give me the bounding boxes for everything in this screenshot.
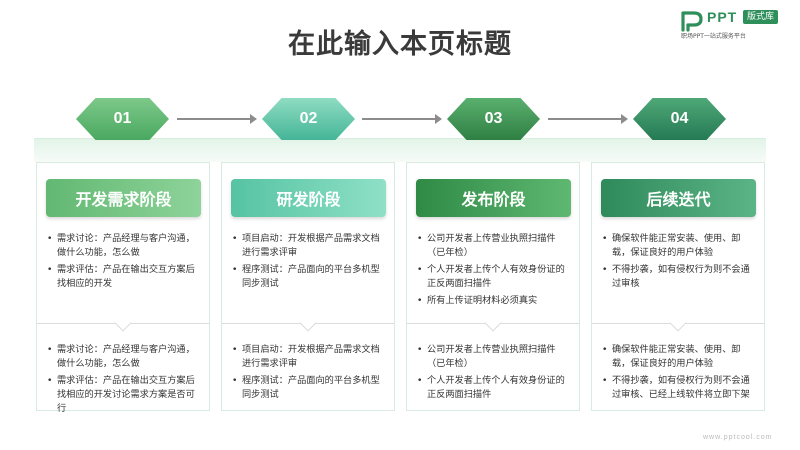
brand-logo: PPT 版式库 职场PPT一站式服务平台	[681, 9, 793, 41]
stage-card-3: 发布阶段 公司开发者上传营业执照扫描件（已年检） 个人开发者上传个人有效身份证的…	[406, 162, 580, 411]
list-item: 个人开发者上传个人有效身份证的正反两面扫描件	[417, 263, 569, 291]
stage-top-list: 公司开发者上传营业执照扫描件（已年检） 个人开发者上传个人有效身份证的正反两面扫…	[407, 232, 581, 311]
list-item: 程序测试：产品面向的平台多机型同步测试	[232, 263, 384, 291]
stage-top-list: 确保软件能正常安装、使用、卸载，保证良好的用户体验 不得抄袭，如有侵权行为则不会…	[592, 232, 766, 294]
list-item: 需求讨论：产品经理与客户沟通，做什么功能，怎么做	[47, 343, 199, 371]
list-item: 公司开发者上传营业执照扫描件（已年检）	[417, 232, 569, 260]
stage-bottom-list: 需求讨论：产品经理与客户沟通，做什么功能，怎么做 需求评估：产品在输出交互方案后…	[37, 343, 211, 419]
stage-card-4: 后续迭代 确保软件能正常安装、使用、卸载，保证良好的用户体验 不得抄袭，如有侵权…	[591, 162, 765, 411]
list-item: 项目启动：开发根据产品需求文档进行需求评审	[232, 343, 384, 371]
divider-notch	[669, 314, 687, 332]
stage-heading: 后续迭代	[601, 179, 756, 217]
list-item: 程序测试：产品面向的平台多机型同步测试	[232, 374, 384, 402]
stage-card-2: 研发阶段 项目启动：开发根据产品需求文档进行需求评审 程序测试：产品面向的平台多…	[221, 162, 395, 411]
list-item: 项目启动：开发根据产品需求文档进行需求评审	[232, 232, 384, 260]
stage-heading: 发布阶段	[416, 179, 571, 217]
list-item: 需求讨论：产品经理与客户沟通，做什么功能，怎么做	[47, 232, 199, 260]
list-item: 个人开发者上传个人有效身份证的正反两面扫描件	[417, 374, 569, 402]
stage-bottom-list: 确保软件能正常安装、使用、卸载，保证良好的用户体验 不得抄袭，如有侵权行为则不会…	[592, 343, 766, 405]
logo-badge: 版式库	[743, 10, 779, 24]
page-title: 在此输入本页标题	[288, 29, 512, 60]
list-item: 确保软件能正常安装、使用、卸载，保证良好的用户体验	[602, 232, 754, 260]
stage-bottom-list: 项目启动：开发根据产品需求文档进行需求评审 程序测试：产品面向的平台多机型同步测…	[222, 343, 396, 405]
divider-notch	[114, 314, 132, 332]
timeline-band	[34, 138, 766, 162]
stage-top-list: 项目启动：开发根据产品需求文档进行需求评审 程序测试：产品面向的平台多机型同步测…	[222, 232, 396, 294]
logo-brand-text: PPT	[707, 9, 738, 25]
stage-card-1: 开发需求阶段 需求讨论：产品经理与客户沟通，做什么功能，怎么做 需求评估：产品在…	[36, 162, 211, 414]
logo-tagline: 职场PPT一站式服务平台	[681, 33, 746, 40]
divider-notch	[299, 314, 317, 332]
arrow-right-icon	[362, 114, 442, 124]
stage-bottom-list: 公司开发者上传营业执照扫描件（已年检） 个人开发者上传个人有效身份证的正反两面扫…	[407, 343, 581, 405]
list-item: 所有上传证明材料必须真实	[417, 294, 569, 308]
list-item: 需求评估：产品在输出交互方案后找相应的开发	[47, 263, 199, 291]
step-3-hexagon: 03	[447, 98, 540, 140]
list-item: 确保软件能正常安装、使用、卸载，保证良好的用户体验	[602, 343, 754, 371]
divider-notch	[484, 314, 502, 332]
list-item: 不得抄袭，如有侵权行为则不会通过审核	[602, 263, 754, 291]
list-item: 需求评估：产品在输出交互方案后找相应的开发讨论需求方案是否可行	[47, 374, 199, 416]
stage-heading: 研发阶段	[231, 179, 386, 217]
logo-mark-icon	[681, 11, 703, 32]
stage-heading: 开发需求阶段	[46, 179, 201, 217]
stage-top-list: 需求讨论：产品经理与客户沟通，做什么功能，怎么做 需求评估：产品在输出交互方案后…	[37, 232, 211, 294]
step-2-hexagon: 02	[262, 98, 355, 140]
arrow-right-icon	[548, 114, 628, 124]
step-4-hexagon: 04	[633, 98, 726, 140]
list-item: 不得抄袭，如有侵权行为则不会通过审核、已经上线软件将立即下架	[602, 374, 754, 402]
step-1-hexagon: 01	[76, 98, 169, 140]
list-item: 公司开发者上传营业执照扫描件（已年检）	[417, 343, 569, 371]
watermark: www.pptcool.com	[703, 434, 773, 441]
arrow-right-icon	[177, 114, 257, 124]
